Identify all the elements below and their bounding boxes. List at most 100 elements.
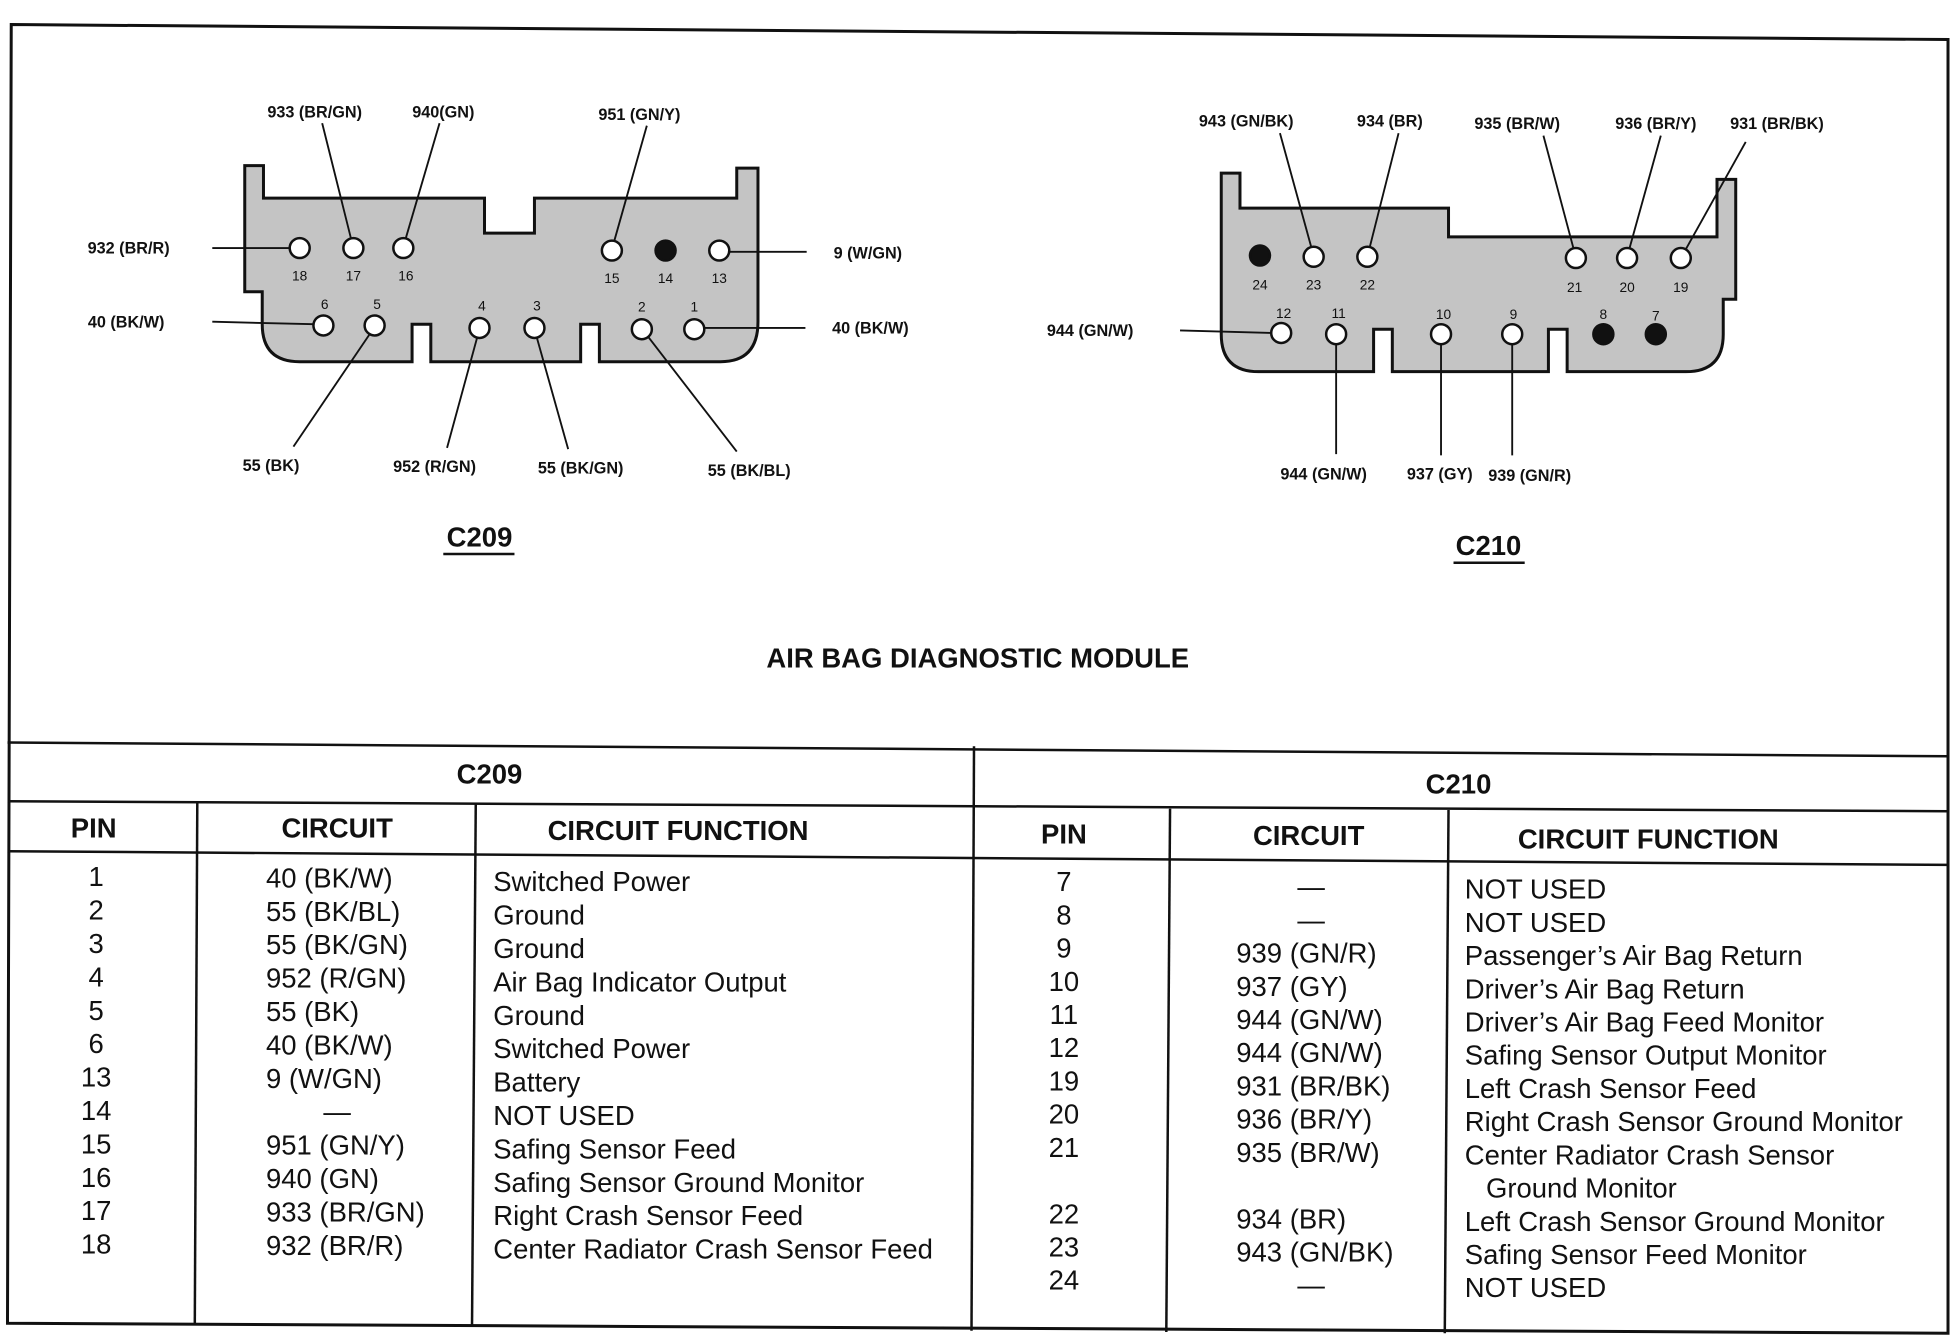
connector-title: C209	[447, 522, 513, 553]
function-cell: Battery	[493, 1067, 580, 1098]
wire-circuit-label: 952 (R/GN)	[393, 458, 476, 476]
pin-23-terminal	[1302, 245, 1325, 269]
function-cell: NOT USED	[493, 1100, 634, 1131]
wire-circuit-label: 934 (BR)	[1357, 112, 1423, 130]
pin-number-label: 12	[1276, 306, 1291, 321]
connector-body	[1219, 171, 1738, 374]
pin-14-terminal	[654, 239, 677, 262]
wire-circuit-label: 937 (GY)	[1407, 466, 1473, 484]
pin-cell: 17	[81, 1195, 112, 1226]
leader-line	[1180, 329, 1272, 334]
circuit-cell: —	[323, 1096, 351, 1127]
table-top-rule	[7, 741, 1949, 758]
function-cell: NOT USED	[1465, 907, 1606, 938]
circuit-cell: 55 (BK)	[266, 996, 359, 1027]
module-title: AIR BAG DIAGNOSTIC MODULE	[766, 643, 1189, 674]
pin-number-label: 10	[1436, 307, 1452, 322]
circuit-cell: 935 (BR/W)	[1236, 1137, 1379, 1168]
circuit-cell: 40 (BK/W)	[266, 1029, 393, 1060]
circuit-cell: 944 (GN/W)	[1236, 1037, 1383, 1068]
leader-line	[613, 125, 648, 241]
pin-number-label: 19	[1673, 280, 1688, 295]
wire-circuit-label: 932 (BR/R)	[88, 240, 170, 258]
wire-circuit-label: 944 (GN/W)	[1280, 466, 1367, 484]
column-header-circuit-function: CIRCUIT FUNCTION	[548, 815, 809, 846]
function-cell-continuation: Ground Monitor	[1486, 1173, 1677, 1204]
circuit-cell: 55 (BK/GN)	[266, 929, 408, 960]
pin-number-label: 3	[533, 298, 541, 313]
wire-circuit-label: 40 (BK/W)	[88, 313, 165, 331]
wire-circuit-label: 40 (BK/W)	[832, 320, 909, 338]
pin-24-terminal	[1248, 244, 1272, 267]
pin-number-label: 9	[1510, 307, 1518, 322]
pin-21-terminal	[1564, 246, 1588, 270]
pin-cell: 10	[1049, 966, 1080, 997]
pin-1-terminal	[683, 317, 706, 341]
wire-circuit-label: 943 (GN/BK)	[1199, 112, 1294, 130]
wire-circuit-label: 940(GN)	[412, 104, 474, 122]
pin-number-label: 13	[712, 271, 728, 286]
leader-line	[404, 122, 441, 239]
column-header-circuit-function: CIRCUIT FUNCTION	[1518, 824, 1779, 855]
pin-number-label: 20	[1619, 280, 1635, 295]
pin-cell: 21	[1049, 1132, 1080, 1163]
circuit-cell: 933 (BR/GN)	[266, 1196, 425, 1227]
pin-7-terminal	[1644, 322, 1668, 346]
wire-circuit-label: 55 (BK/GN)	[538, 459, 624, 477]
circuit-cell: 940 (GN)	[266, 1163, 379, 1194]
c209-pin-column-divider	[193, 801, 199, 1324]
circuit-cell: 944 (GN/W)	[1236, 1004, 1383, 1035]
circuit-cell: 943 (GN/BK)	[1236, 1237, 1393, 1268]
pin-cell: 1	[89, 861, 104, 892]
circuit-cell: 951 (GN/Y)	[266, 1130, 405, 1161]
pin-number-label: 7	[1652, 308, 1660, 323]
pin-19-terminal	[1669, 246, 1693, 270]
function-cell: Safing Sensor Feed	[493, 1133, 736, 1164]
table-row: 24—NOT USED	[1049, 1265, 1607, 1303]
pin-16-terminal	[392, 236, 415, 260]
function-cell: Ground	[493, 1000, 585, 1031]
pin-11-terminal	[1324, 322, 1348, 346]
pin-cell: 13	[81, 1062, 112, 1093]
leader-line	[1628, 135, 1662, 249]
table-header-rule	[7, 849, 1949, 867]
function-cell: Ground	[493, 933, 585, 964]
circuit-cell: 934 (BR)	[1236, 1203, 1346, 1234]
function-cell: NOT USED	[1465, 1272, 1606, 1303]
pin-cell: 22	[1049, 1198, 1080, 1229]
table-row: 7—NOT USED	[1056, 866, 1606, 904]
wire-circuit-label: 944 (GN/W)	[1047, 322, 1134, 340]
leader-line	[1368, 132, 1400, 248]
wire-circuit-label: 936 (BR/Y)	[1615, 115, 1696, 133]
function-cell: NOT USED	[1465, 874, 1606, 905]
leader-line	[1542, 135, 1575, 249]
circuit-cell: 939 (GN/R)	[1236, 938, 1376, 969]
pin-10-terminal	[1429, 322, 1453, 346]
pin-number-label: 4	[478, 298, 486, 313]
pin-cell: 8	[1056, 899, 1071, 930]
column-header-pin: PIN	[1041, 819, 1087, 850]
pin-number-label: 15	[604, 271, 620, 286]
pin-cell: 6	[89, 1028, 104, 1059]
pin-number-label: 11	[1332, 306, 1346, 321]
leader-line	[321, 122, 352, 239]
wire-circuit-label: 951 (GN/Y)	[598, 106, 680, 124]
c210-circuit-column-divider	[1443, 809, 1450, 1334]
pin-cell: 11	[1050, 999, 1079, 1030]
function-cell: Center Radiator Crash Sensor	[1465, 1139, 1834, 1170]
pinout-table-grid	[7, 741, 1949, 1334]
function-cell: Right Crash Sensor Ground Monitor	[1465, 1106, 1903, 1137]
